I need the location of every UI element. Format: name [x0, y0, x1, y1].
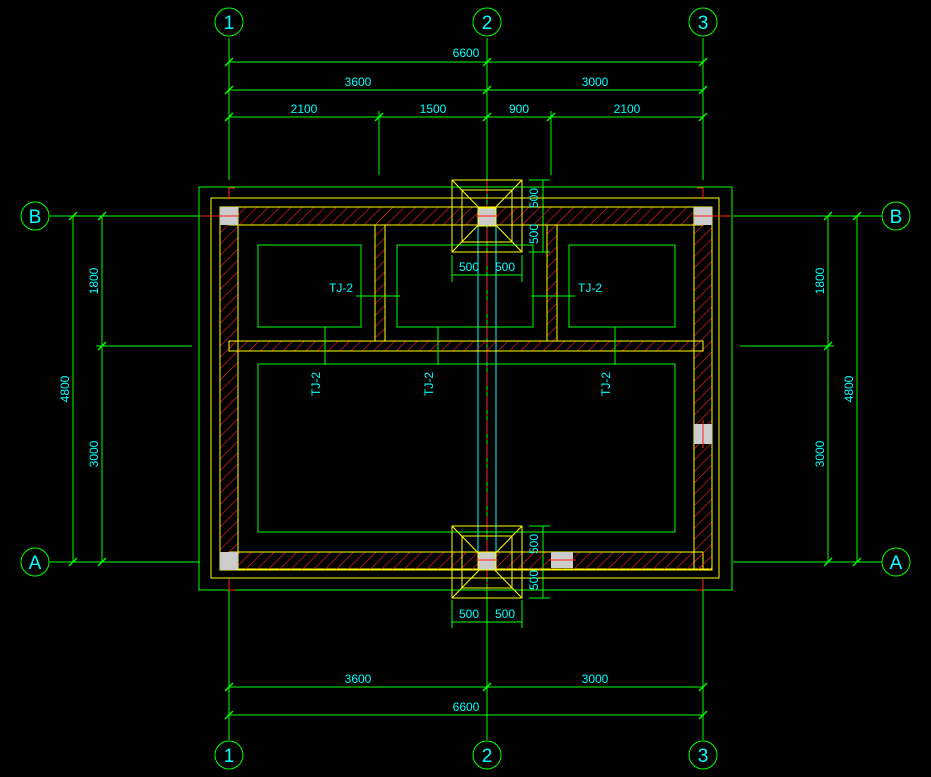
dim-pier-top-left: 500 — [459, 260, 479, 274]
grid-bubble-2-bottom: 2 — [472, 740, 502, 770]
grid-bubble-a-left: A — [20, 547, 50, 577]
label-tj-left: TJ-2 — [329, 281, 353, 295]
grid-bubble-3-bottom: 3 — [688, 740, 718, 770]
grid-bubble-a-right: A — [881, 547, 911, 577]
grid-label: 3 — [698, 746, 709, 767]
dim-pier-bottom-right: 500 — [495, 607, 515, 621]
grid-bubble-2-top: 2 — [472, 7, 502, 37]
dim-top-overall: 6600 — [453, 46, 480, 60]
dim-top-span-1-2: 3600 — [345, 75, 372, 89]
grid-label: A — [29, 553, 42, 574]
grid-label: 1 — [224, 746, 235, 767]
pier-top — [451, 179, 523, 253]
label-tj-v2: TJ-2 — [422, 372, 436, 396]
tj-leaders — [324, 295, 616, 365]
grid-bubble-b-right: B — [881, 201, 911, 231]
dimension-lines — [68, 57, 862, 720]
dim-left-overall: 4800 — [58, 375, 72, 402]
grid-bubble-1-bottom: 1 — [214, 740, 244, 770]
dim-right-overall: 4800 — [842, 375, 856, 402]
grid-bubble-b-left: B — [20, 201, 50, 231]
grid-label: 3 — [698, 13, 709, 34]
grid-label: B — [29, 207, 42, 228]
foundation-labels: TJ-2 TJ-2 TJ-2 TJ-2 TJ-2 — [309, 281, 613, 396]
dim-pier-bottom-v2: 500 — [527, 570, 541, 590]
dim-top-sub-4: 2100 — [614, 102, 641, 116]
grid-label: 2 — [482, 746, 493, 767]
grid-label: 1 — [224, 13, 235, 34]
dim-bottom-overall: 6600 — [453, 700, 480, 714]
dim-top-span-2-3: 3000 — [582, 75, 609, 89]
dim-pier-top-right: 500 — [495, 260, 515, 274]
dim-pier-bottom-left: 500 — [459, 607, 479, 621]
label-tj-v3: TJ-2 — [599, 372, 613, 396]
grid-label: 2 — [482, 13, 493, 34]
dim-bottom-span-2-3: 3000 — [582, 672, 609, 686]
dim-top-sub-3: 900 — [509, 102, 529, 116]
pier-bottom — [451, 525, 523, 599]
dim-left-upper: 1800 — [87, 267, 101, 294]
dim-bottom-span-1-2: 3600 — [345, 672, 372, 686]
grid-bubbles: 1 2 3 1 2 3 B B — [20, 7, 911, 770]
grid-lines — [50, 38, 882, 740]
dim-pier-top-v1: 500 — [527, 188, 541, 208]
dim-left-lower: 3000 — [87, 440, 101, 467]
dimension-texts: 6600 3600 3000 2100 1500 900 2100 3600 3… — [58, 46, 856, 714]
dim-pier-top-v2: 500 — [527, 224, 541, 244]
grid-label: B — [890, 207, 903, 228]
footing-rectangles — [257, 244, 676, 533]
dim-top-sub-1: 2100 — [291, 102, 318, 116]
dim-right-upper: 1800 — [813, 267, 827, 294]
grid-bubble-3-top: 3 — [688, 7, 718, 37]
hatched-walls — [219, 206, 713, 571]
dim-top-sub-2: 1500 — [420, 102, 447, 116]
foundation-outline — [198, 186, 733, 591]
label-tj-v1: TJ-2 — [309, 372, 323, 396]
label-tj-right: TJ-2 — [578, 281, 602, 295]
dim-right-lower: 3000 — [813, 440, 827, 467]
grid-bubble-1-top: 1 — [214, 7, 244, 37]
corner-columns — [200, 187, 732, 591]
dim-pier-bottom-v1: 500 — [527, 534, 541, 554]
grid-label: A — [890, 553, 903, 574]
